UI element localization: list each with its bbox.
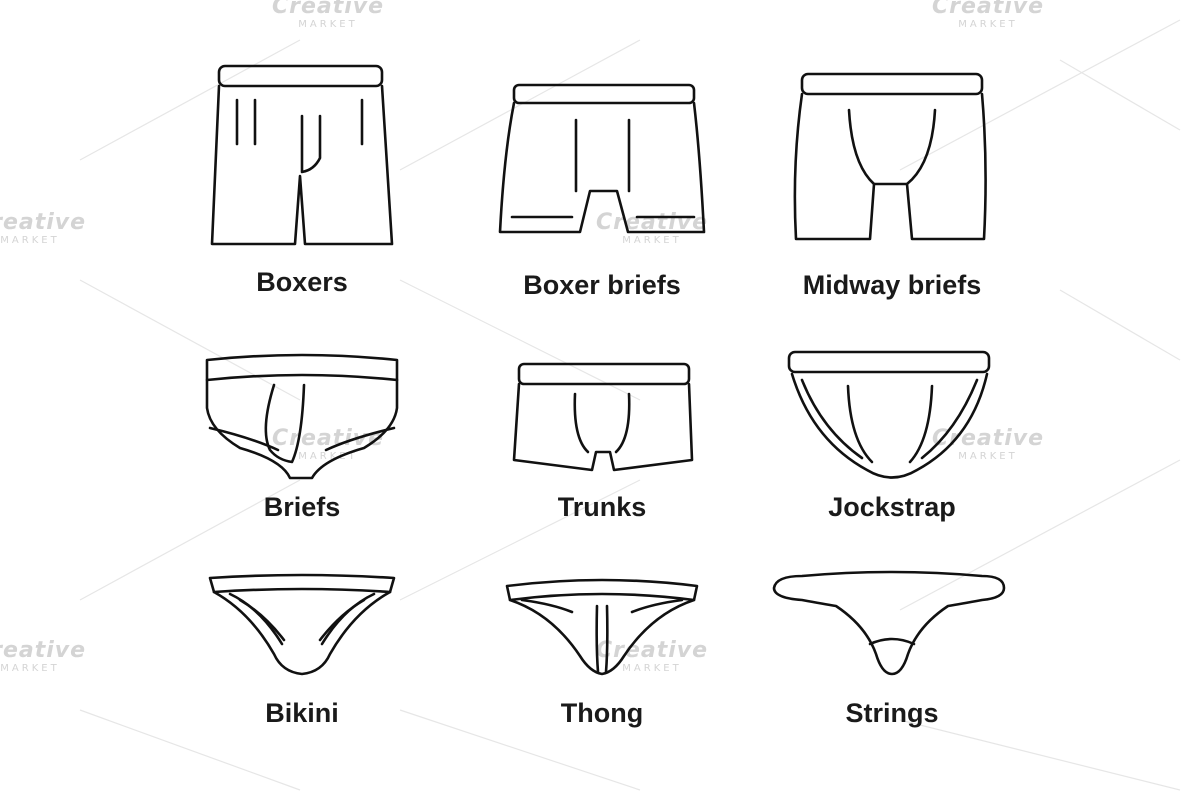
briefs-icon <box>205 353 399 480</box>
boxers-icon <box>210 64 394 246</box>
item-midway-briefs: Midway briefs <box>742 64 1042 300</box>
bikini-icon <box>208 573 396 676</box>
item-label: Briefs <box>263 492 341 522</box>
trunks-icon <box>512 362 694 472</box>
jockstrap-icon <box>787 350 991 479</box>
strings-icon <box>772 570 1006 676</box>
item-label: Thong <box>560 698 644 728</box>
item-label: Strings <box>845 698 939 728</box>
thong-icon <box>505 578 699 676</box>
item-label: Midway briefs <box>802 270 982 300</box>
boxer-briefs-icon <box>498 83 706 234</box>
item-label: Jockstrap <box>828 492 956 522</box>
item-label: Boxers <box>256 267 348 297</box>
item-jockstrap: Jockstrap <box>742 290 1042 522</box>
item-briefs: Briefs <box>152 290 452 522</box>
item-label: Trunks <box>557 492 647 522</box>
item-label: Boxer briefs <box>523 270 681 300</box>
item-boxers: Boxers <box>152 64 452 297</box>
item-bikini: Bikini <box>152 496 452 728</box>
midway-briefs-icon <box>793 72 987 241</box>
item-label: Bikini <box>265 698 339 728</box>
item-thong: Thong <box>452 496 752 728</box>
item-strings: Strings <box>742 496 1042 728</box>
item-boxer-briefs: Boxer briefs <box>452 64 752 300</box>
item-trunks: Trunks <box>452 290 752 522</box>
